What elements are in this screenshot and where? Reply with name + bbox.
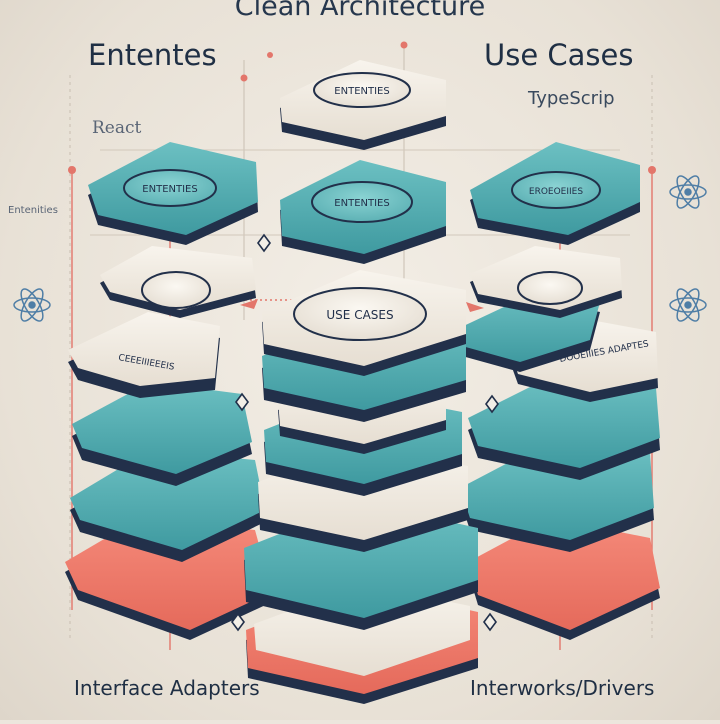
connector-arrow-icon [240, 299, 484, 312]
center-slab-use-cases: USE CASES [262, 270, 466, 376]
left-slab-small [100, 246, 256, 318]
center-slab-top: ENTENTIES [280, 60, 446, 150]
pill-label-top: ENTENTIES [334, 86, 389, 97]
pill-label-use-cases: USE CASES [326, 308, 393, 322]
left-slab-teal-3 [70, 450, 265, 562]
right-slab-small [470, 246, 622, 318]
corner-label-bottom-left: Interface Adapters [74, 676, 260, 700]
side-label-react: React [92, 118, 142, 138]
connector-star-icon [231, 233, 499, 632]
side-label-left-small: Entenities [8, 205, 58, 216]
right-slab-teal-2 [468, 376, 660, 480]
right-slab-coral [468, 518, 660, 640]
side-label-typescript: TypeScrip [528, 88, 615, 109]
corner-label-top-left: Ententes [88, 38, 217, 72]
corner-label-top-right: Use Cases [484, 38, 634, 72]
pill-label-center: ENTENTIES [334, 198, 389, 209]
atom-icon [13, 175, 707, 322]
left-slab-teal-2 [72, 382, 252, 486]
left-slab-cream: CEEEIIIEEEIS [68, 312, 220, 398]
left-slab-top: ENTENTIES [88, 142, 258, 245]
pill-label-right: EROEOEIIES [529, 187, 583, 197]
pill-label-left: ENTENTIES [142, 184, 197, 195]
center-slab-entities: ENTENTIES [280, 160, 446, 264]
right-slab-top: EROEOEIIES [470, 142, 640, 245]
connector-dots [68, 41, 656, 174]
left-slab-coral [65, 518, 272, 640]
corner-label-bottom-right: Interworks/Drivers [470, 676, 655, 700]
diagram-title: Clean Architecture [234, 0, 486, 22]
